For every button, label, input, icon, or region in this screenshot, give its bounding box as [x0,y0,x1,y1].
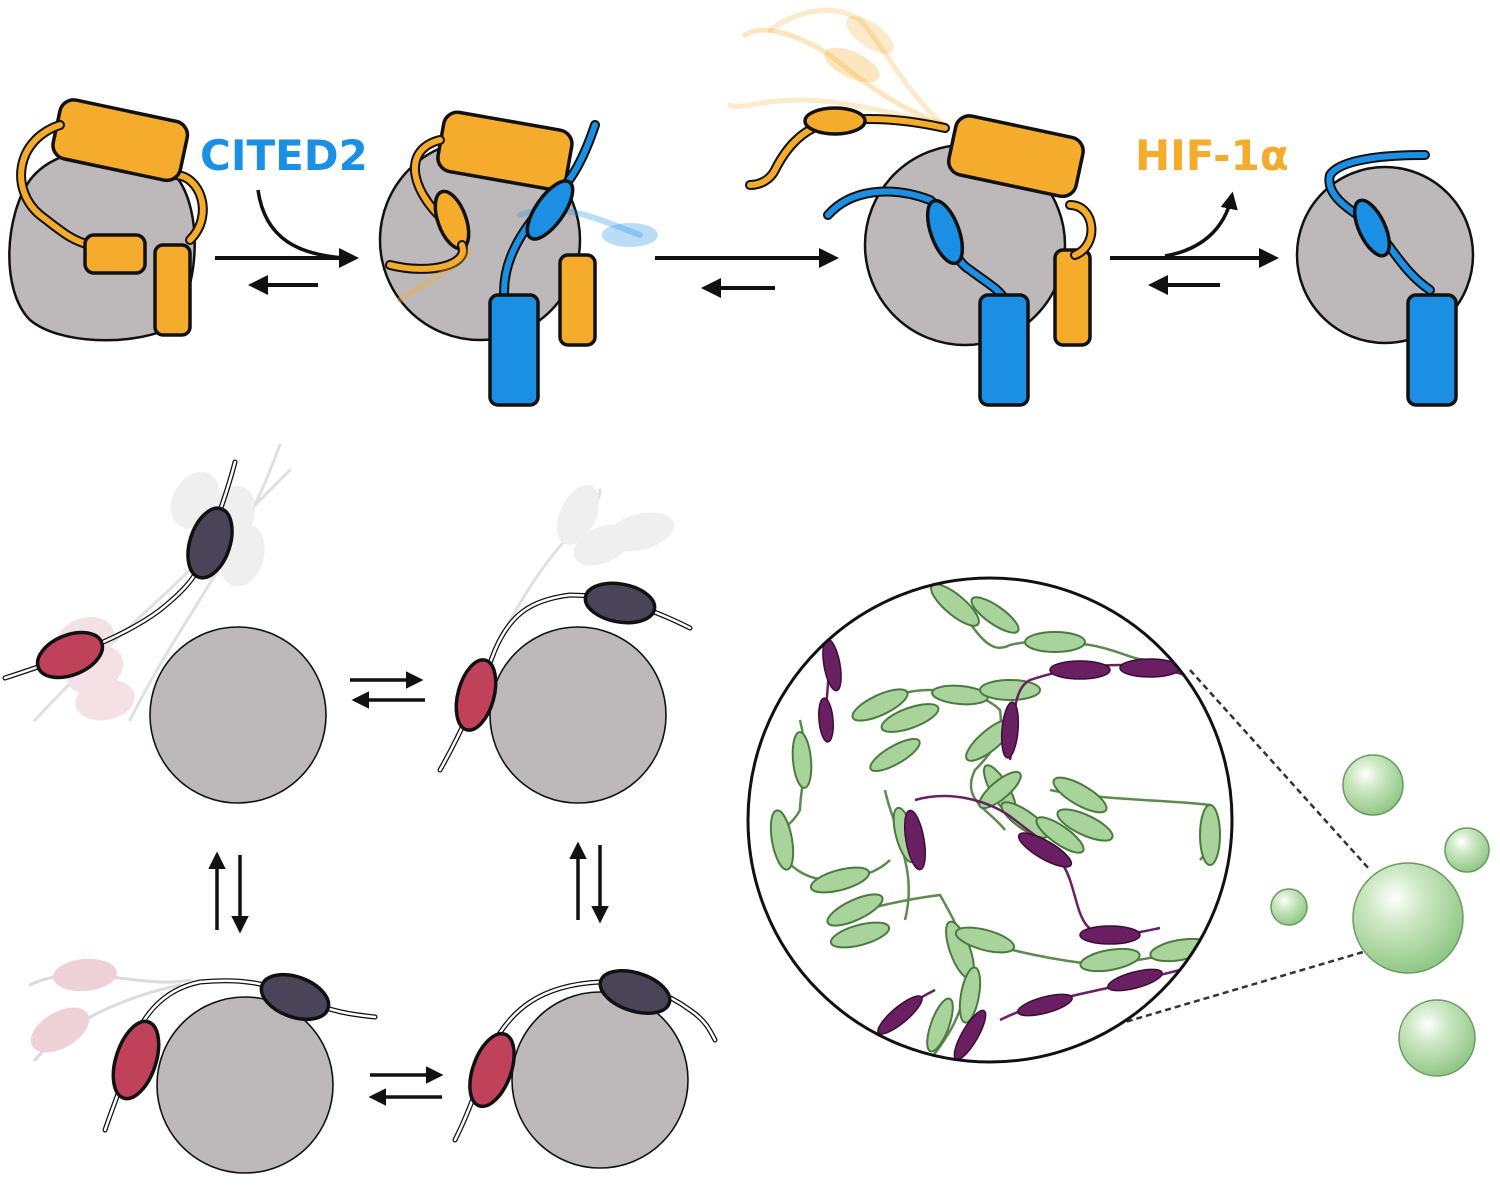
state-cited2-bound [727,7,1097,407]
state-dark-motif-bound [28,958,378,1174]
condensate-droplets [1270,754,1490,1077]
cited2-label: CITED2 [200,131,368,180]
equilibrium-arrow-icon [215,248,359,295]
equilibrium-arrow-icon [350,671,425,709]
equilibrium-arrow-icon [569,841,609,924]
equilibrium-arrow-icon [655,248,839,298]
state-taz1-cited2 [1295,150,1475,407]
state-red-motif-bound [437,485,693,804]
reaction-arrow-icon [256,189,346,260]
equilibrium-arrow-icon [1110,248,1279,295]
reaction-arrow-icon [1164,191,1238,258]
equilibrium-arrow-icon [208,851,249,934]
state-ternary-intermediate [378,110,658,407]
hif-label: HIF-1α [1135,131,1289,180]
state-unbound [2,443,327,804]
equilibrium-arrow-icon [368,1066,444,1106]
state-taz1-hif [8,98,208,342]
state-both-bound [452,969,718,1169]
condensate-zoom-view [746,576,1371,1064]
